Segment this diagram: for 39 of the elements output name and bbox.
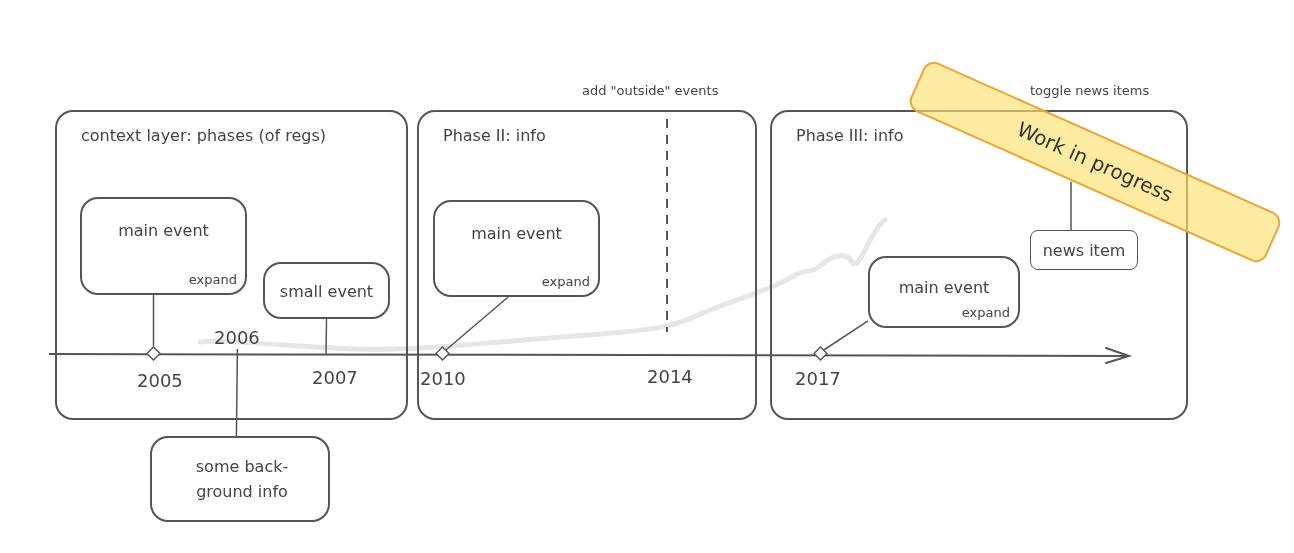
event-title: main event xyxy=(117,221,210,240)
expand-link: expand xyxy=(188,272,237,287)
leader-line xyxy=(1070,181,1072,231)
year-label: 2017 xyxy=(795,368,841,389)
panel-heading: context layer: phases (of regs) xyxy=(81,126,326,145)
annotation-note: toggle news items xyxy=(1030,83,1150,98)
event-card xyxy=(150,436,330,522)
phase-panel xyxy=(55,110,408,420)
event-title: some back- ground info xyxy=(194,456,290,503)
timeline-arrow xyxy=(49,346,1131,364)
leader-line xyxy=(235,348,239,437)
event-title: main event xyxy=(897,278,991,297)
event-title: small event xyxy=(278,281,375,300)
annotation-note: add "outside" events xyxy=(582,83,719,98)
phase-panel xyxy=(770,110,1188,420)
expand-link: expand xyxy=(961,305,1010,320)
year-label: 2007 xyxy=(312,367,358,388)
leader-line xyxy=(325,318,328,355)
year-label: 2006 xyxy=(214,327,260,348)
expand-link: expand xyxy=(541,274,590,289)
leader-line xyxy=(445,296,509,351)
diamond-marker xyxy=(146,346,161,361)
diamond-marker xyxy=(813,346,828,361)
panel-heading: Phase III: info xyxy=(796,126,904,145)
year-label: 2005 xyxy=(137,370,183,391)
year-label: 2010 xyxy=(420,368,466,389)
leader-line xyxy=(823,320,869,351)
news-item-card xyxy=(1030,230,1138,270)
diamond-marker xyxy=(435,346,450,361)
event-title: main event xyxy=(470,224,563,243)
panel-heading: Phase II: info xyxy=(443,126,546,145)
year-label: 2014 xyxy=(647,366,693,387)
event-card xyxy=(868,256,1020,328)
phase-panel xyxy=(417,110,757,420)
event-card xyxy=(433,200,600,297)
event-title: news item xyxy=(1041,240,1127,260)
event-card xyxy=(263,262,390,319)
event-card xyxy=(80,197,247,295)
leader-line xyxy=(152,294,155,347)
